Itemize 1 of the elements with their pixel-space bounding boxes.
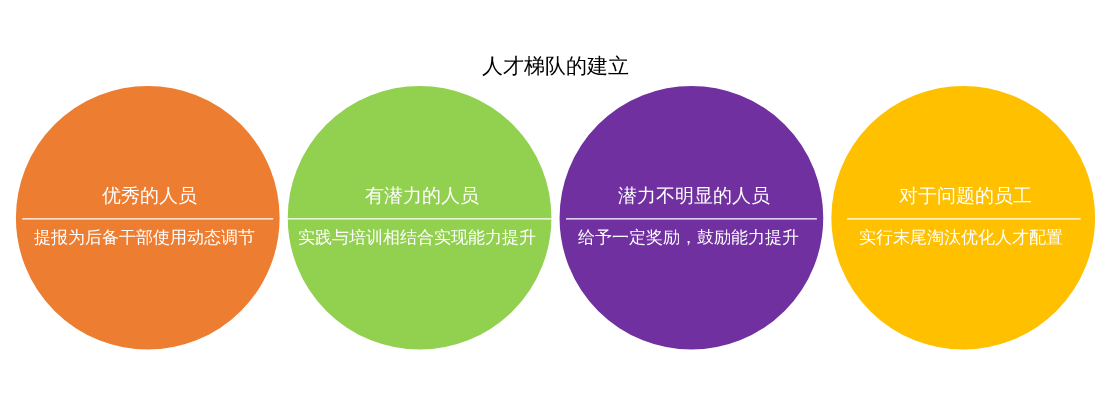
diagram-title: 人才梯队的建立	[482, 53, 629, 78]
